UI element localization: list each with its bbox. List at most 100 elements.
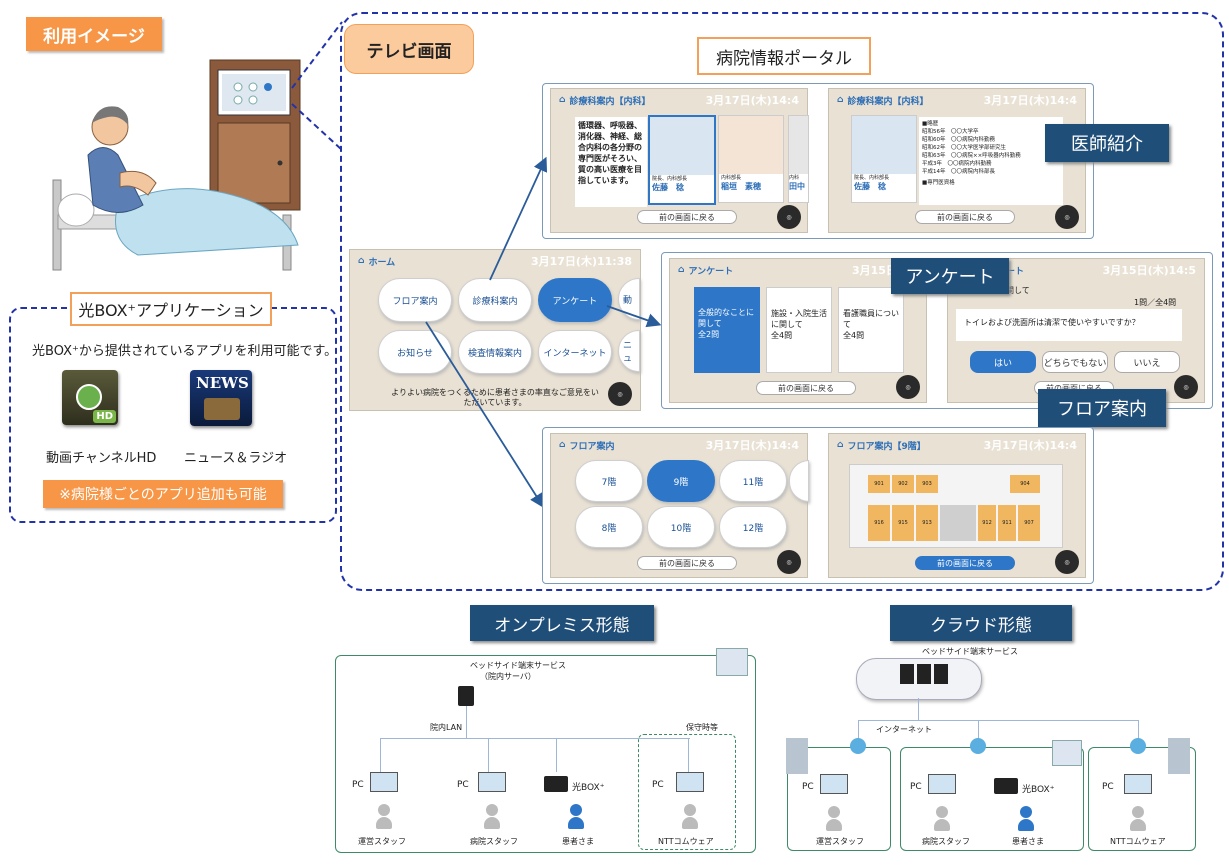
room-912: 912 xyxy=(978,505,996,541)
cloud-drop-3 xyxy=(1138,720,1139,746)
floor-button-9[interactable]: 9階 xyxy=(647,460,715,502)
room-907: 907 xyxy=(1018,505,1040,541)
home-button-floor[interactable]: フロア案内 xyxy=(378,278,452,322)
survey-card-3[interactable]: 看護職員について 全4問 xyxy=(838,287,904,373)
home-header: ⌂ ホーム 3月17日(木)11:38 xyxy=(350,250,640,272)
doctor-name-1: 佐藤 稔 xyxy=(652,183,684,192)
usage-title: 利用イメージ xyxy=(26,17,162,51)
cloud-service: ベッドサイド端末サービス xyxy=(922,647,1018,656)
survey-card-2-count: 全4問 xyxy=(771,331,793,340)
floor-map-screen: ⌂ フロア案内【9階】 3月17日(木)14:4 901 902 903 904… xyxy=(828,433,1086,578)
history-line-3: 昭和62年 〇〇大学医学部研究生 xyxy=(922,145,1006,151)
home-button-survey[interactable]: アンケート xyxy=(538,278,612,322)
floor-list-back-button[interactable]: 前の画面に戻る xyxy=(637,556,737,570)
history-line-4: 昭和63年 〇〇病院××呼吸器内科勤務 xyxy=(922,153,1021,159)
cloud-node-4-label: NTTコムウェア xyxy=(1110,837,1166,846)
cloud-node-3-device: 光BOX⁺ xyxy=(1022,785,1055,795)
room-911: 911 xyxy=(998,505,1016,541)
hd-badge: HD xyxy=(93,410,116,423)
home-icon: ⌂ xyxy=(559,440,566,450)
onprem-lan-label: 院内LAN xyxy=(430,723,463,732)
home-button-internet[interactable]: インターネット xyxy=(538,330,612,374)
survey-topic: 活に関して xyxy=(990,286,1030,295)
doctor-role-2: 内科部長 xyxy=(721,175,742,181)
onprem-drop-4 xyxy=(688,738,689,772)
router-icon xyxy=(1130,738,1146,754)
floor-button-8[interactable]: 8階 xyxy=(575,506,643,548)
doctor-card-2[interactable]: 内科部長 稲垣 素穂 xyxy=(718,115,784,203)
room-901: 901 xyxy=(868,475,890,493)
answer-no-button[interactable]: いいえ xyxy=(1114,351,1180,373)
onprem-title: オンプレミス形態 xyxy=(470,605,654,641)
cloud-node-2-device: PC xyxy=(910,782,922,792)
survey-card-3-title: 看護職員について xyxy=(843,309,899,329)
doctor-detail-screen: ⌂ 診療科案内【内科】 3月17日(木)14:4 院長、内科部長 佐藤 稔 ■略… xyxy=(828,88,1086,233)
room-902: 902 xyxy=(892,475,914,493)
survey-card-1-count: 全2問 xyxy=(698,330,720,339)
floor-map-header: ⌂ フロア案内【9階】 3月17日(木)14:4 xyxy=(829,434,1085,456)
floor-button-7[interactable]: 7階 xyxy=(575,460,643,502)
onprem-drop-1 xyxy=(380,738,381,772)
video-channel-app-icon[interactable]: HD xyxy=(62,370,118,425)
floor-map: 901 902 903 904 916 915 913 912 911 907 xyxy=(849,464,1063,548)
onprem-node-3-device: 光BOX⁺ xyxy=(572,783,605,793)
doctor-detail-name: 佐藤 稔 xyxy=(854,182,886,191)
onprem-node-4-label: NTTコムウェア xyxy=(658,837,714,846)
home-button-exam[interactable]: 検査情報案内 xyxy=(458,330,532,374)
laptop-icon xyxy=(820,774,848,794)
cloud-node-3-label: 患者さま xyxy=(1012,837,1044,846)
tv-connector-lines xyxy=(291,21,343,151)
doctor-detail-back-button[interactable]: 前の画面に戻る xyxy=(915,210,1015,224)
home-button-news-radio[interactable]: ニュ xyxy=(618,330,640,372)
home-button-news[interactable]: お知らせ xyxy=(378,330,452,374)
floor-button-11[interactable]: 11階 xyxy=(719,460,787,502)
news-badge: NEWS xyxy=(196,374,249,392)
onprem-maint-box xyxy=(638,734,736,850)
doctor-name-3: 田中 xyxy=(789,182,805,191)
cloud-title: クラウド形態 xyxy=(890,605,1072,641)
onprem-maint-label: 保守時等 xyxy=(686,723,718,732)
clinic-list-back-button[interactable]: 前の画面に戻る xyxy=(637,210,737,224)
news-radio-app-label: ニュース＆ラジオ xyxy=(184,451,288,466)
doctor-detail-title: 診療科案内【内科】 xyxy=(847,96,929,107)
survey-list-header: ⌂ アンケート 3月15日(木) xyxy=(670,259,926,281)
room-904: 904 xyxy=(1010,475,1040,493)
floor-map-back-button[interactable]: 前の画面に戻る xyxy=(915,556,1015,570)
doctor-card-1[interactable]: 院長、内科部長 佐藤 稔 xyxy=(648,115,716,205)
home-message: よりよい病院をつくるために患者さまの率直なご意見をいただいています。 xyxy=(391,388,599,407)
onprem-server-label: （院内サーバ） xyxy=(480,672,536,681)
home-icon: ⌂ xyxy=(358,256,365,266)
survey-card-1[interactable]: 全般的なことに関して 全2問 xyxy=(694,287,760,373)
home-icon: ⌂ xyxy=(837,95,844,105)
home-button-clinic[interactable]: 診療科案内 xyxy=(458,278,532,322)
remote-icon: ◎ xyxy=(1055,550,1079,574)
floor-button-10[interactable]: 10階 xyxy=(647,506,715,548)
cloud-node-4-device: PC xyxy=(1102,782,1114,792)
answer-neutral-button[interactable]: どちらでもない xyxy=(1042,351,1108,373)
news-radio-app-icon[interactable]: NEWS xyxy=(190,370,252,426)
answer-yes-button[interactable]: はい xyxy=(970,351,1036,373)
survey-list-back-button[interactable]: 前の画面に戻る xyxy=(756,381,856,395)
survey-list-title: アンケート xyxy=(688,266,734,277)
floor-list-title: フロア案内 xyxy=(569,441,615,452)
onprem-drop-3 xyxy=(556,738,557,772)
survey-callout: アンケート xyxy=(891,258,1009,294)
survey-progress: 1問／全4問 xyxy=(1134,298,1177,307)
floor-callout: フロア案内 xyxy=(1038,389,1166,427)
onprem-service: ベッドサイド端末サービス xyxy=(470,661,566,670)
survey-card-2[interactable]: 施設・入院生活に関して 全4問 xyxy=(766,287,832,373)
onprem-link-h xyxy=(380,738,690,739)
floor-button-12[interactable]: 12階 xyxy=(719,506,787,548)
clinic-list-header: ⌂ 診療科案内【内科】 3月17日(木)14:4 xyxy=(551,89,807,111)
home-time: 3月17日(木)11:38 xyxy=(530,255,632,268)
person-icon xyxy=(934,806,950,831)
play-icon xyxy=(76,384,102,410)
remote-icon: ◎ xyxy=(777,550,801,574)
building-icon xyxy=(1168,738,1190,774)
building-icon xyxy=(786,738,808,774)
history-line-1: 昭和56年 〇〇大学卒 xyxy=(922,129,979,135)
doctor-portrait-2 xyxy=(719,116,783,174)
doctor-card-3[interactable]: 内科 田中 xyxy=(788,115,809,203)
survey-list-screen: ⌂ アンケート 3月15日(木) 全般的なことに関して 全2問 施設・入院生活に… xyxy=(669,258,927,403)
remote-icon: ◎ xyxy=(1174,375,1198,399)
